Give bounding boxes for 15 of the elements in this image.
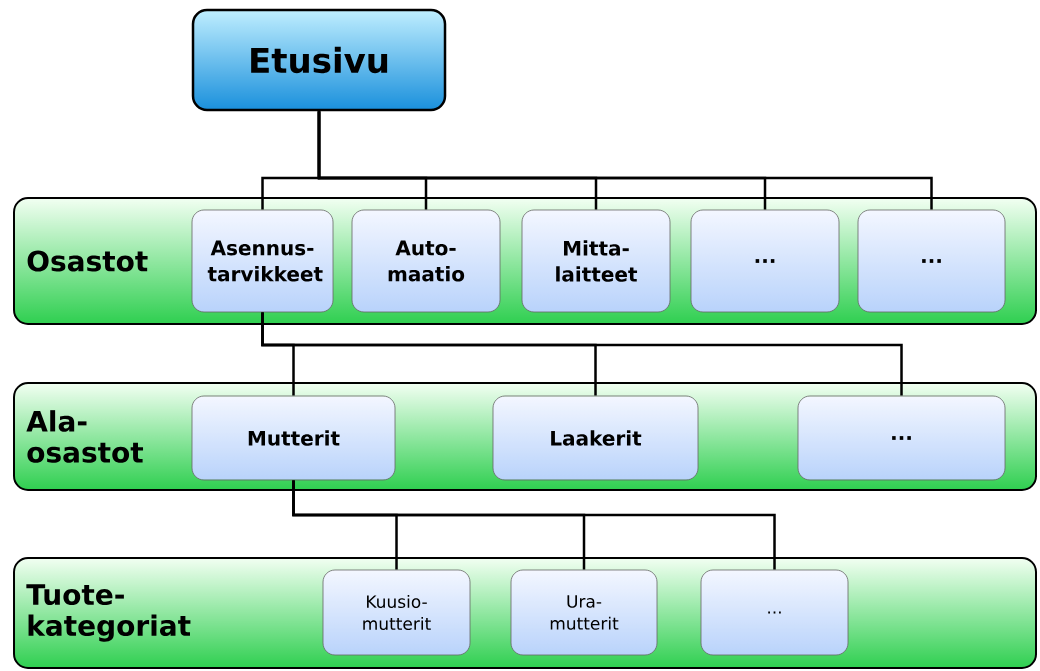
connector-line [292, 480, 776, 570]
category-box: Mutterit [191, 395, 396, 481]
category-box: ... [690, 209, 840, 313]
category-box: Ura- mutterit [510, 569, 658, 656]
category-box: Kuusio- mutterit [322, 569, 471, 656]
page-box: Etusivu [191, 8, 447, 112]
category-box: Laakerit [492, 395, 699, 481]
connector-line [261, 312, 903, 396]
category-box: Mitta- laitteet [521, 209, 671, 313]
connector-line [317, 111, 933, 210]
category-box: ... [857, 209, 1006, 313]
category-box: Asennus- tarvikkeet [191, 209, 334, 313]
category-box: Auto- maatio [351, 209, 501, 313]
category-box: ... [797, 395, 1006, 481]
category-box: ... [700, 569, 849, 656]
